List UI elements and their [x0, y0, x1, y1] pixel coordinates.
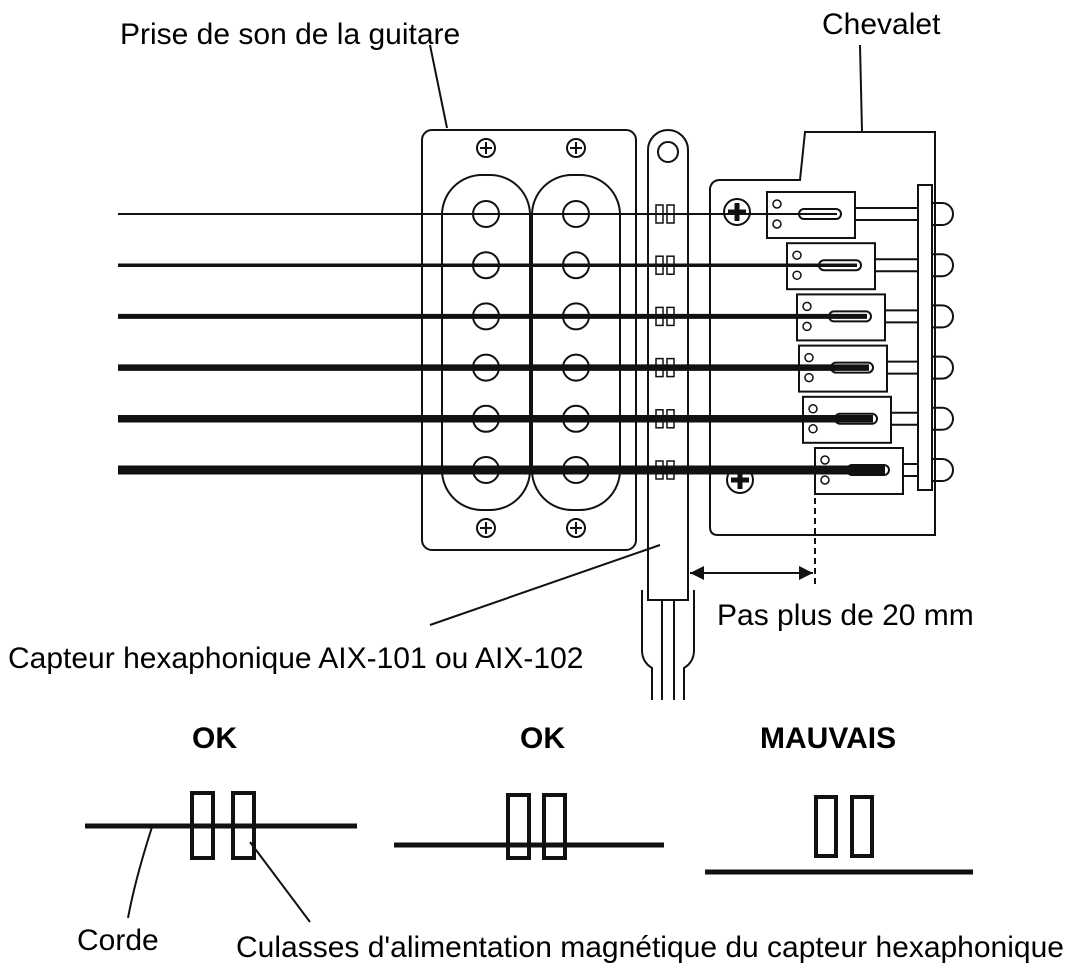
- example-ok-string-low: OK: [394, 722, 664, 860]
- pickup-screw-cross: [480, 142, 492, 154]
- example-ok-string-through: OK: [85, 722, 357, 860]
- pole-pieces-leader-line: [249, 841, 311, 923]
- example-bad-label: MAUVAIS: [760, 722, 896, 755]
- saddle-hole-bottom: [808, 424, 818, 434]
- pickup-screw-1: [476, 138, 496, 158]
- pickup-screw-4: [566, 518, 586, 538]
- hex-pickup-body: [647, 129, 689, 601]
- string-ball-end: [932, 202, 954, 226]
- example-pole-a-2: [506, 793, 531, 860]
- saddle-hole-top: [772, 199, 782, 209]
- saddle-hole-bottom: [820, 475, 830, 485]
- bridge: [709, 131, 954, 536]
- example-pole-b-3: [850, 795, 874, 858]
- distance-arrowhead-right: [799, 566, 813, 580]
- pickup-coil-right: [531, 174, 621, 511]
- string-ball-end: [932, 304, 954, 329]
- saddle-hole-top: [792, 250, 802, 260]
- example-pole-b-1: [231, 791, 256, 860]
- string-ball-end: [932, 458, 954, 482]
- pickup-frame: [421, 129, 637, 551]
- bridge-rail: [917, 184, 933, 491]
- saddle-hole-top: [804, 352, 814, 363]
- bridge-leader-line: [859, 44, 863, 133]
- example-pole-b-2: [542, 793, 567, 860]
- string-ball-end: [932, 406, 954, 431]
- pickup-leader-line: [429, 44, 448, 129]
- bridge-label: Chevalet: [822, 8, 941, 41]
- example-bad-string-below: MAUVAIS: [705, 722, 973, 875]
- saddle-6: [814, 447, 954, 495]
- pickup-coil-left: [441, 174, 531, 511]
- pickup-screw-cross: [570, 522, 582, 534]
- saddle-hole-bottom: [772, 219, 782, 229]
- guitar-strings: [118, 213, 885, 475]
- pickup-screw-cross: [570, 142, 582, 154]
- example-pole-a-1: [190, 791, 215, 860]
- saddle-hole-bottom: [802, 321, 812, 332]
- string-ball-end: [932, 355, 954, 380]
- string-label: Corde: [77, 924, 159, 957]
- example-pole-a-3: [814, 795, 838, 858]
- guitar-pickup: [421, 129, 637, 551]
- distance-annotation: [690, 478, 816, 585]
- hex-pickup: [641, 129, 695, 700]
- bridge-mount-screw-top: [723, 198, 751, 226]
- hex-pickup-leader-line: [429, 544, 661, 626]
- pickup-screw-3: [476, 518, 496, 538]
- hex-pickup-cable: [641, 590, 695, 700]
- pickup-screw-cross: [480, 522, 492, 534]
- bridge-saddles: [766, 191, 954, 495]
- string-leader-line: [127, 826, 153, 919]
- example-ok-label-2: OK: [520, 722, 565, 755]
- hex-pickup-label: Capteur hexaphonique AIX-101 ou AIX-102: [8, 642, 583, 675]
- example-ok-label-1: OK: [192, 722, 237, 755]
- pickup-screws: [476, 138, 586, 538]
- pickup-screw-2: [566, 138, 586, 158]
- saddle-hole-bottom: [792, 270, 802, 280]
- hex-pickup-mount-hole: [657, 141, 679, 163]
- distance-arrowhead-left: [690, 566, 704, 580]
- hex-pole-pieces: [655, 204, 675, 480]
- string-ball-end: [932, 253, 954, 278]
- distance-label: Pas plus de 20 mm: [717, 599, 974, 632]
- saddle-hole-bottom: [804, 372, 814, 383]
- saddle-hole-top: [808, 404, 818, 414]
- saddle-hole-top: [820, 455, 830, 465]
- pickup-label: Prise de son de la guitare: [120, 18, 460, 51]
- bridge-plate: [709, 131, 936, 536]
- pole-pieces-label: Culasses d'alimentation magnétique du ca…: [236, 931, 1064, 964]
- saddle-hole-top: [802, 301, 812, 312]
